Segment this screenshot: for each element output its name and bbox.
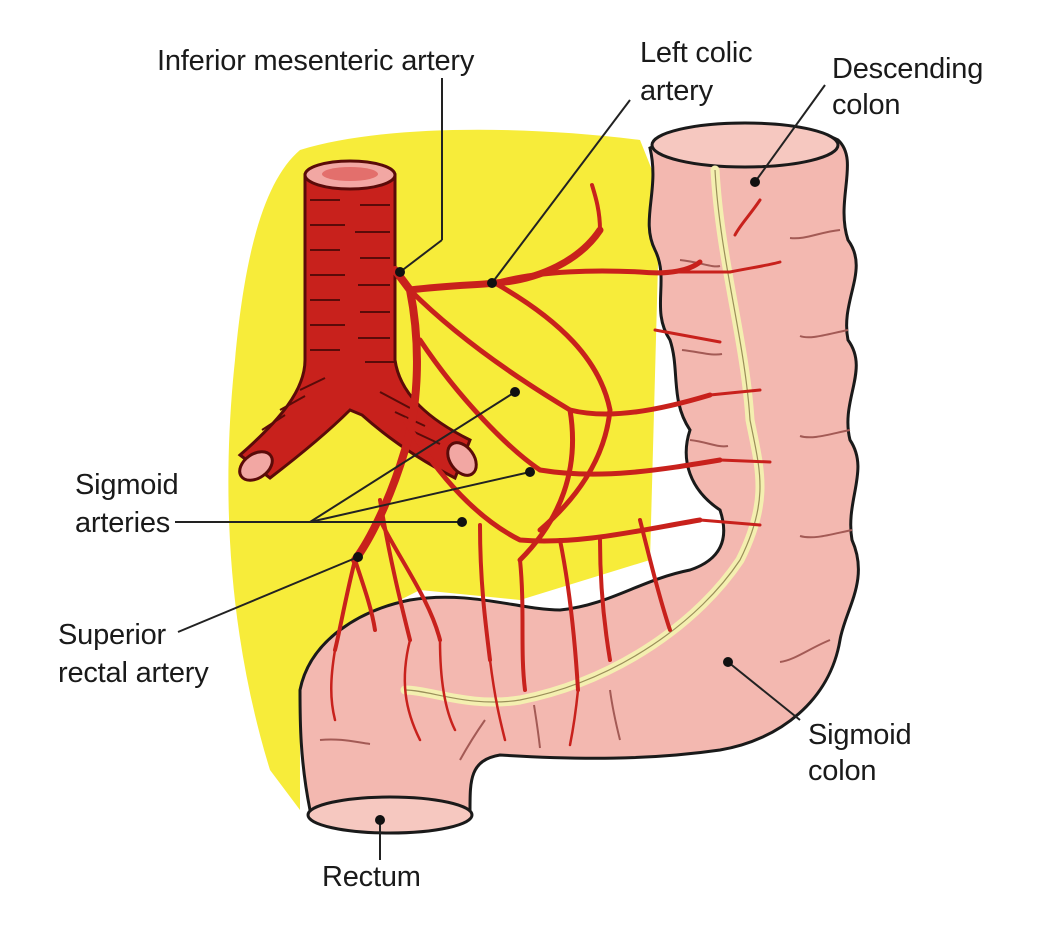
label-superior-rectal-line1: Superior [58,619,167,651]
label-descending-line2: colon [832,89,900,121]
label-inferior-mesenteric-artery: Inferior mesenteric artery [157,45,475,77]
label-sigmoid-colon-line1: Sigmoid [808,719,911,751]
label-left-colic-line1: Left colic [640,37,752,69]
label-rectum: Rectum [322,861,421,893]
label-superior-rectal-line2: rectal artery [58,657,209,689]
label-sigmoid-arteries-line2: arteries [75,507,170,539]
leader-lines [175,78,826,860]
label-left-colic-line2: artery [640,75,714,107]
artery-network [330,183,782,747]
label-sigmoid-colon-line2: colon [808,755,876,787]
label-descending-line1: Descending [832,53,983,85]
label-sigmoid-arteries-line1: Sigmoid [75,469,178,501]
